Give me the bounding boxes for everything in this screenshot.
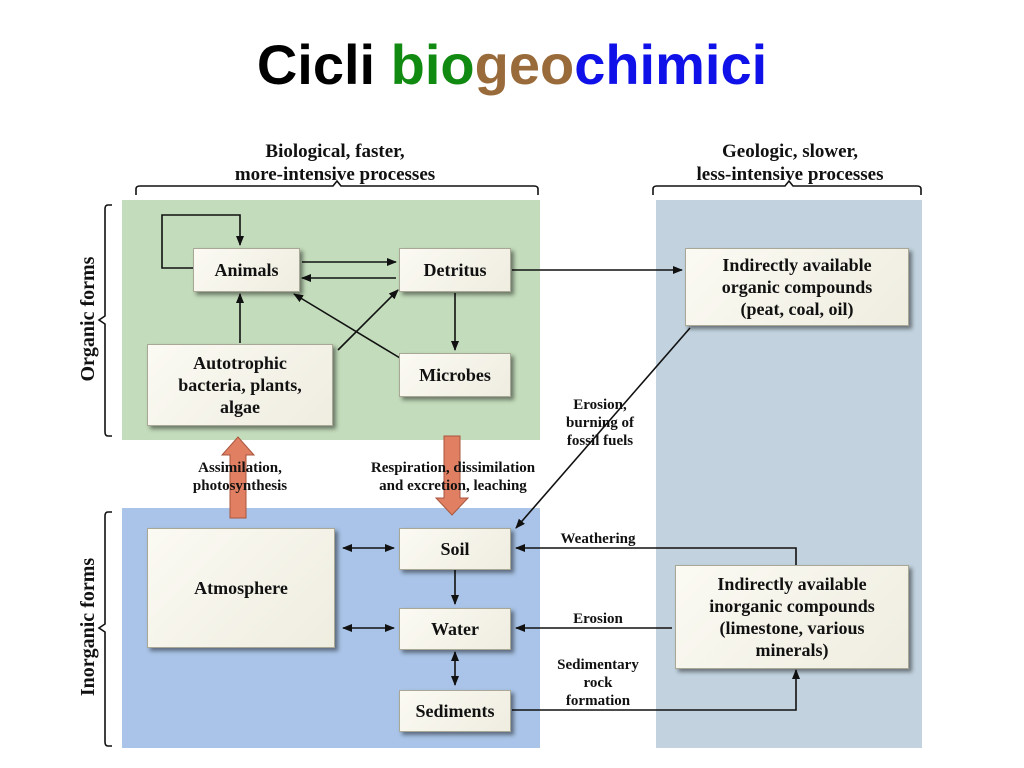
label-erosion-burning: Erosion, burning of fossil fuels <box>566 397 634 449</box>
sediments-box: Sediments <box>399 690 511 732</box>
detritus-box: Detritus <box>399 248 511 292</box>
soil-box: Soil <box>399 528 511 570</box>
title-part-bio: bio <box>390 33 475 96</box>
autotrophic-box: Autotrophic bacteria, plants, algae <box>147 344 333 426</box>
animals-box: Animals <box>193 248 300 292</box>
label-respiration: Respiration, dissimilation and excretion… <box>370 460 536 494</box>
label-erosion: Erosion <box>573 611 623 627</box>
indirect-organic-box: Indirectly available organic compounds (… <box>685 248 909 326</box>
microbes-box: Microbes <box>399 353 511 397</box>
header-geologic: Geologic, slower, less-intensive process… <box>696 141 884 185</box>
header-biological: Biological, faster, more-intensive proce… <box>234 141 436 185</box>
title-part-geo: geo <box>474 33 575 96</box>
water-box: Water <box>399 608 511 650</box>
title-part-cicli: Cicli <box>256 33 391 96</box>
atmosphere-box: Atmosphere <box>147 528 335 648</box>
indirect-inorganic-box: Indirectly available inorganic compounds… <box>675 565 909 669</box>
title-part-chimici: chimici <box>574 33 768 96</box>
label-assimilation: Assimilation, photosynthesis <box>192 460 288 494</box>
page-title: Cicli biogeochimici <box>0 30 1024 100</box>
label-weathering: Weathering <box>560 531 636 547</box>
label-sedimentary: Sedimentary rock formation <box>557 657 639 709</box>
